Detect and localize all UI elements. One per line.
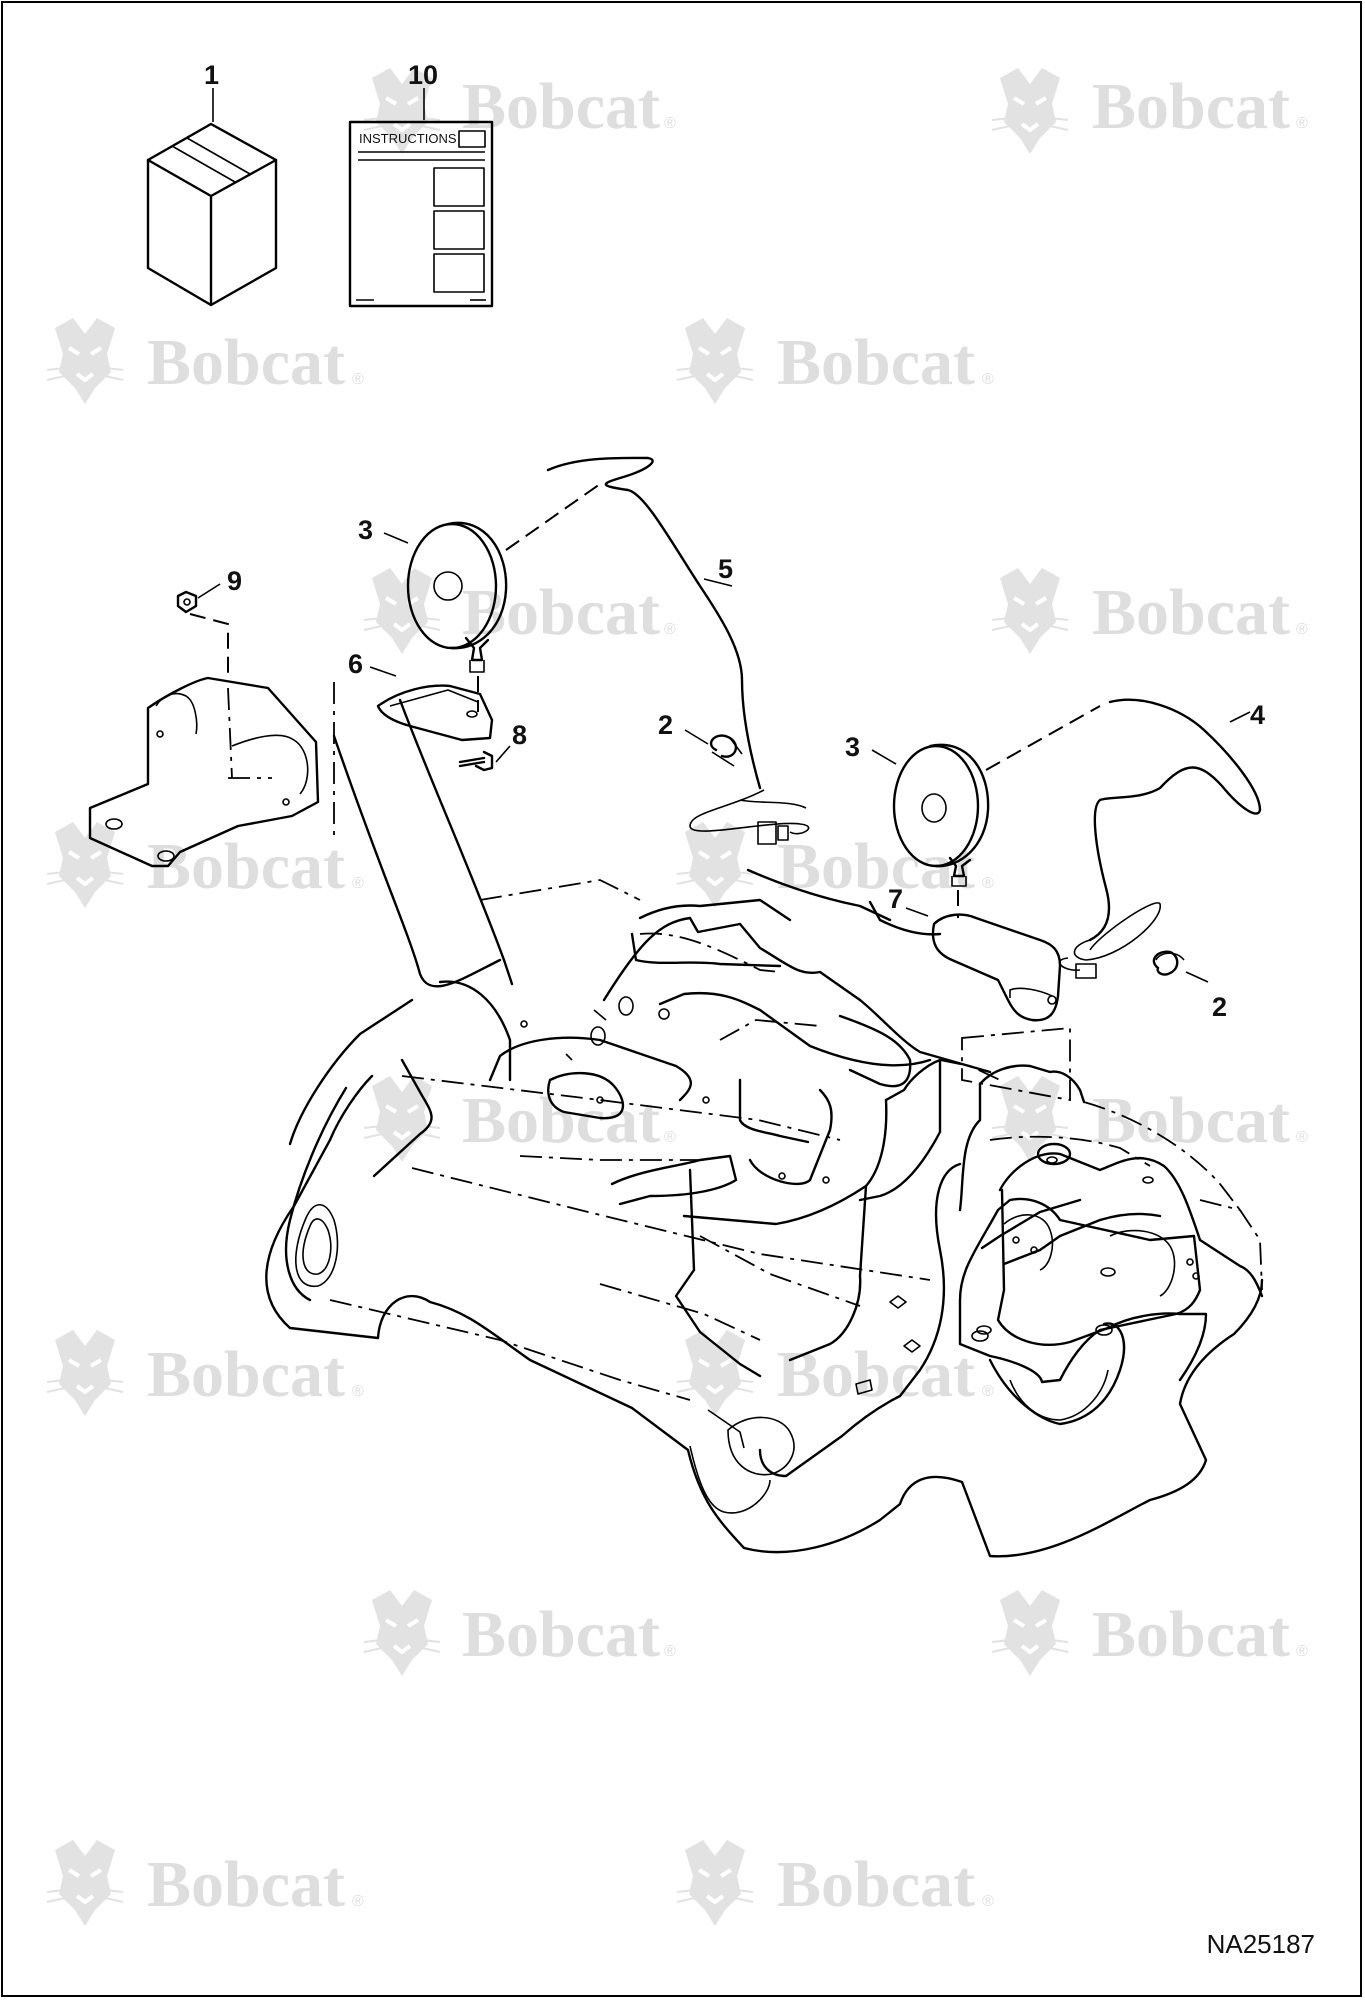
clip-left: [709, 734, 743, 767]
clip-right: [1152, 950, 1185, 976]
loader-frame: [265, 698, 1264, 1558]
svg-text:®: ®: [352, 875, 364, 892]
watermark-text: Bobcat: [1092, 70, 1290, 143]
instructions-sheet: INSTRUCTIONS: [348, 88, 494, 308]
callout-nut: 9: [227, 566, 242, 596]
svg-text:®: ®: [664, 1643, 676, 1660]
harness-left: [546, 456, 810, 845]
watermark-text: Bobcat: [147, 1338, 345, 1411]
frame-mount-left: [88, 676, 320, 868]
callout-harness-left: 5: [718, 554, 733, 584]
work-light-left: [406, 483, 601, 712]
callout-clip-right: 2: [1212, 992, 1227, 1022]
callout-bolt: 8: [512, 720, 527, 750]
svg-text:®: ®: [664, 621, 676, 638]
watermark-text: Bobcat: [1092, 576, 1290, 649]
callout-harness-right: 4: [1250, 700, 1265, 730]
drawing-reference-number: NA25187: [1206, 1929, 1315, 1959]
work-light-right: [892, 705, 1101, 918]
watermark-text: Bobcat: [1092, 1598, 1290, 1671]
svg-text:®: ®: [1296, 1129, 1308, 1146]
svg-text:®: ®: [982, 371, 994, 388]
frame-hidden-lines: [329, 879, 1263, 1401]
watermark-text: Bobcat: [1092, 1084, 1290, 1157]
svg-text:®: ®: [982, 1893, 994, 1910]
svg-text:®: ®: [664, 1129, 676, 1146]
svg-text:®: ®: [982, 875, 994, 892]
svg-text:®: ®: [664, 115, 676, 132]
harness-right: [1058, 698, 1262, 979]
frame-mount-right: [958, 1197, 1202, 1384]
watermark-text: Bobcat: [462, 1598, 660, 1671]
svg-text:®: ®: [1296, 115, 1308, 132]
svg-text:®: ®: [352, 371, 364, 388]
bracket-right: [931, 913, 1062, 1022]
watermark-text: Bobcat: [777, 326, 975, 399]
svg-text:®: ®: [352, 1383, 364, 1400]
callout-bracket-right: 7: [888, 884, 903, 914]
nut: [176, 590, 198, 614]
watermark-text: Bobcat: [777, 1848, 975, 1921]
callout-instructions: 10: [408, 60, 438, 90]
callout-clip-left: 2: [658, 710, 673, 740]
svg-text:®: ®: [1296, 1643, 1308, 1660]
watermark-layer: Bobcat ® Bobcat ® Bobcat ® Bobcat ® Bobc…: [45, 66, 1308, 1928]
kit-box: [146, 88, 278, 307]
callout-kit-box: 1: [204, 60, 219, 90]
bracket-left: [376, 684, 494, 742]
bolt: [458, 750, 494, 772]
instructions-title: INSTRUCTIONS: [359, 131, 457, 146]
callout-light-left: 3: [358, 515, 373, 545]
svg-text:®: ®: [982, 1383, 994, 1400]
svg-text:®: ®: [352, 1893, 364, 1910]
watermark-text: Bobcat: [147, 326, 345, 399]
callout-light-right: 3: [845, 732, 860, 762]
watermark-text: Bobcat: [147, 830, 345, 903]
callout-bracket-left: 6: [348, 649, 363, 679]
svg-text:®: ®: [1296, 621, 1308, 638]
watermark-text: Bobcat: [147, 1848, 345, 1921]
watermark-text: Bobcat: [462, 70, 660, 143]
watermark-text: Bobcat: [777, 1338, 975, 1411]
